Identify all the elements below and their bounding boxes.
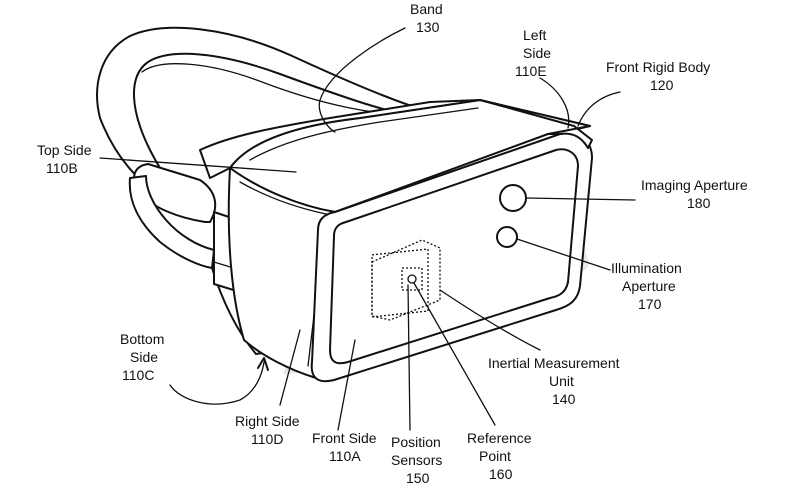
- left-side-label-line2: Side: [523, 45, 551, 61]
- right-side-label: Right Side: [235, 413, 300, 429]
- right-side-leader: [279, 329, 301, 406]
- front-side-leader: [337, 339, 356, 431]
- position-sensors-number: 150: [406, 470, 430, 486]
- reference-point-label-line1: Reference: [467, 430, 532, 446]
- illumination-aperture-label-line2: Aperture: [622, 278, 676, 294]
- front-side-label: Front Side: [312, 430, 377, 446]
- reference-point-number: 160: [489, 466, 513, 482]
- bottom-side-label-line1: Bottom: [120, 331, 164, 347]
- band-number: 130: [416, 19, 440, 35]
- top-side-label: Top Side: [37, 142, 92, 158]
- left-side-leader: [539, 77, 570, 129]
- imaging-aperture-label: Imaging Aperture: [641, 177, 748, 193]
- front-side-number: 110A: [329, 448, 361, 464]
- illumination-aperture-number: 170: [638, 296, 662, 312]
- top-side-number: 110B: [46, 160, 78, 176]
- bottom-side-label-line2: Side: [130, 349, 158, 365]
- left-side-number: 110E: [515, 63, 547, 79]
- imu-label-line1: Inertial Measurement: [488, 355, 620, 371]
- imu-label-line2: Unit: [549, 373, 574, 389]
- imaging-leader: [525, 197, 636, 201]
- position-sensor: [401, 267, 423, 291]
- reference-point: [407, 274, 417, 284]
- position-sensors-leader: [407, 284, 411, 431]
- imu-leader: [439, 289, 541, 351]
- band-leader: [318, 27, 406, 133]
- top-side-leader: [99, 157, 297, 173]
- left-side-label-line1: Left: [523, 27, 546, 43]
- bottom-side-leader: [169, 361, 265, 405]
- imaging-aperture: [499, 184, 527, 212]
- band-attachment-rim: [199, 99, 481, 179]
- front-rigid-leader: [577, 91, 621, 127]
- bottom-side-arrowhead: [257, 357, 269, 371]
- illumination-leader: [516, 238, 611, 271]
- band-label: Band: [410, 1, 443, 17]
- inertial-measurement-unit: [371, 239, 441, 321]
- front-rigid-body-label: Front Rigid Body: [606, 59, 710, 75]
- imaging-aperture-number: 180: [687, 195, 711, 211]
- reference-point-leader: [413, 282, 496, 426]
- bottom-side-number: 110C: [122, 367, 154, 383]
- front-rigid-body-number: 120: [650, 77, 674, 93]
- imu-number: 140: [552, 391, 576, 407]
- left-side-surface: [479, 99, 593, 149]
- illumination-aperture: [496, 226, 518, 248]
- labels: Band 130 Left Side 110E Front Rigid Body…: [37, 1, 748, 486]
- position-sensors-label-line2: Sensors: [391, 452, 442, 468]
- position-sensors-label-line1: Position: [391, 434, 441, 450]
- right-side-number: 110D: [251, 431, 283, 447]
- leader-lines: [99, 27, 636, 431]
- reference-point-label-line2: Point: [479, 448, 511, 464]
- right-side-surface: [227, 167, 336, 379]
- illumination-aperture-label-line1: Illumination: [611, 260, 682, 276]
